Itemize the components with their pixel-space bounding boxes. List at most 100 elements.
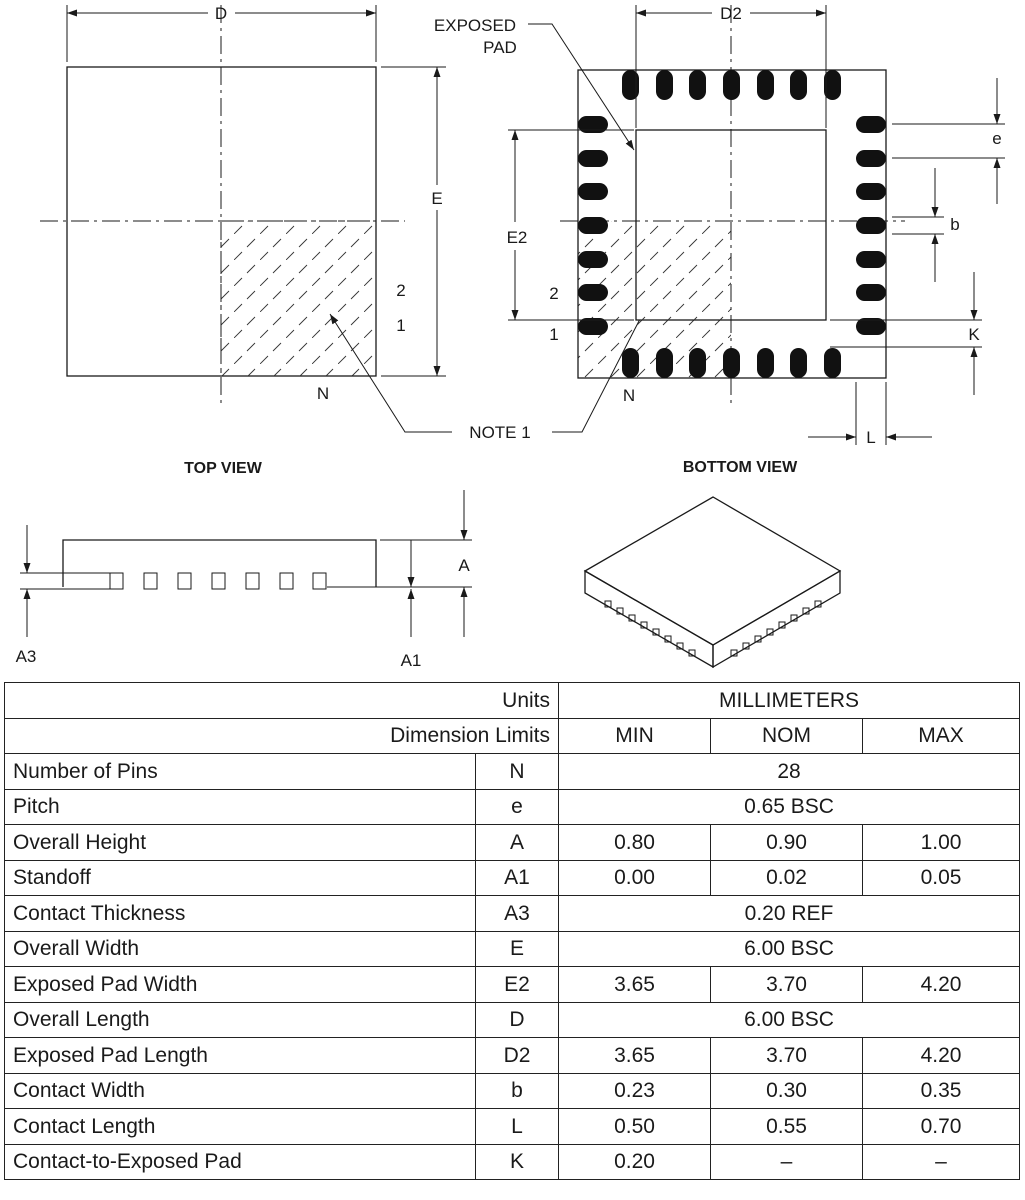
iso-lead [754, 635, 762, 643]
side-view-leads [109, 572, 327, 590]
dimension-symbol: E2 [474, 966, 560, 1003]
top-view-pin1-hatch [220, 220, 377, 377]
contact-pad [824, 348, 841, 378]
isometric-view [583, 496, 842, 669]
exposed-pad-label-line1: EXPOSED [434, 16, 516, 35]
contact-pad [757, 348, 774, 378]
iso-lead [640, 621, 648, 629]
dimension-symbol: A3 [474, 895, 560, 932]
exposed-pad-label-line2: PAD [483, 38, 517, 57]
dim-b-label: b [950, 215, 959, 234]
dimension-name: Contact Length [4, 1108, 476, 1145]
dimension-max: 0.35 [862, 1072, 1021, 1109]
dimension-max: 4.20 [862, 966, 1021, 1003]
dimension-min: 3.65 [558, 966, 712, 1003]
dimension-min: 0.00 [558, 859, 712, 896]
dimension-value: 0.65 BSC [558, 788, 1021, 825]
side-lead [279, 572, 294, 590]
bottom-pin-2-label: 2 [549, 284, 558, 303]
bottom-view-title: BOTTOM VIEW [683, 459, 798, 476]
dim-e-label: E [431, 189, 442, 208]
table-row-units: Units MILLIMETERS [3, 682, 1021, 719]
package-drawing: D E 2 1 N TOP VIEW NOTE 1 [16, 4, 1005, 670]
contact-pad [856, 318, 886, 335]
top-pin-n-label: N [317, 384, 329, 403]
dimension-nom: 3.70 [710, 966, 864, 1003]
contact-pad [790, 70, 807, 100]
dim-d-label: D [215, 4, 227, 23]
dimension-symbol: A1 [474, 859, 560, 896]
note-1-leader-top-view [329, 313, 452, 433]
dimension-limits-label: Dimension Limits [3, 717, 560, 754]
dimension-symbol: D2 [474, 1037, 560, 1074]
dimension-max: 0.05 [862, 859, 1021, 896]
dim-a3-label: A3 [16, 647, 37, 666]
dim-pitch-label: e [992, 129, 1001, 148]
dimension-value: 6.00 BSC [558, 930, 1021, 967]
dimension-min: 0.23 [558, 1072, 712, 1109]
contact-pad [757, 70, 774, 100]
contact-pad [578, 251, 608, 268]
contact-pad [689, 70, 706, 100]
column-header-min: MIN [558, 717, 712, 754]
dimension-name: Exposed Pad Length [4, 1037, 476, 1074]
bottom-view: EXPOSED PAD D2 E2 e b K [434, 4, 1005, 476]
dimension-value: 6.00 BSC [558, 1001, 1021, 1038]
contact-pad [723, 70, 740, 100]
dim-l-label: L [866, 428, 875, 447]
contact-pad [578, 150, 608, 167]
side-lead [177, 572, 192, 590]
dimension-name: Overall Width [4, 930, 476, 967]
contact-pad [622, 70, 639, 100]
iso-lead [778, 621, 786, 629]
dimension-table: Units MILLIMETERS Dimension Limits MIN N… [3, 682, 1021, 1180]
dimension-min: 0.50 [558, 1108, 712, 1145]
exposed-pad-pin1-hatch [636, 221, 731, 320]
top-view-title: TOP VIEW [184, 460, 263, 477]
dimension-min: 0.20 [558, 1143, 712, 1180]
iso-lead [730, 649, 738, 657]
contact-pad [578, 217, 608, 234]
iso-lead [616, 607, 624, 615]
iso-lead [664, 635, 672, 643]
side-view: A3 A A1 [16, 490, 472, 670]
dimension-name: Contact-to-Exposed Pad [4, 1143, 476, 1180]
contact-pad [824, 70, 841, 100]
iso-lead [742, 642, 750, 650]
contact-pad [856, 116, 886, 133]
dimension-nom: 0.30 [710, 1072, 864, 1109]
dimension-symbol: b [474, 1072, 560, 1109]
contact-pad [723, 348, 740, 378]
top-pin-1-label: 1 [396, 316, 405, 335]
units-label: Units [3, 682, 559, 719]
contact-pad [578, 284, 608, 301]
dimension-min: 0.80 [558, 824, 712, 861]
dimension-symbol: A [474, 824, 560, 861]
dimension-nom: 0.90 [710, 824, 864, 861]
dim-k-label: K [968, 325, 980, 344]
dimension-name: Number of Pins [4, 753, 476, 790]
contact-pad [790, 348, 807, 378]
top-pin-2-label: 2 [396, 281, 405, 300]
iso-top-face [583, 496, 842, 646]
dimension-symbol: L [474, 1108, 560, 1145]
dimension-max: 4.20 [862, 1037, 1021, 1074]
dim-a1-label: A1 [401, 651, 422, 670]
bottom-pin-1-label: 1 [549, 325, 558, 344]
contact-pad [656, 348, 673, 378]
dimension-max: 0.70 [862, 1108, 1021, 1145]
dimension-max: 1.00 [862, 824, 1021, 861]
iso-lead [652, 628, 660, 636]
dimension-symbol: e [474, 788, 560, 825]
side-view-package-body [62, 539, 377, 587]
contact-pad [856, 251, 886, 268]
note-1-label: NOTE 1 [469, 423, 530, 442]
contact-pad [656, 70, 673, 100]
dimension-name: Contact Width [4, 1072, 476, 1109]
side-lead [211, 572, 226, 590]
